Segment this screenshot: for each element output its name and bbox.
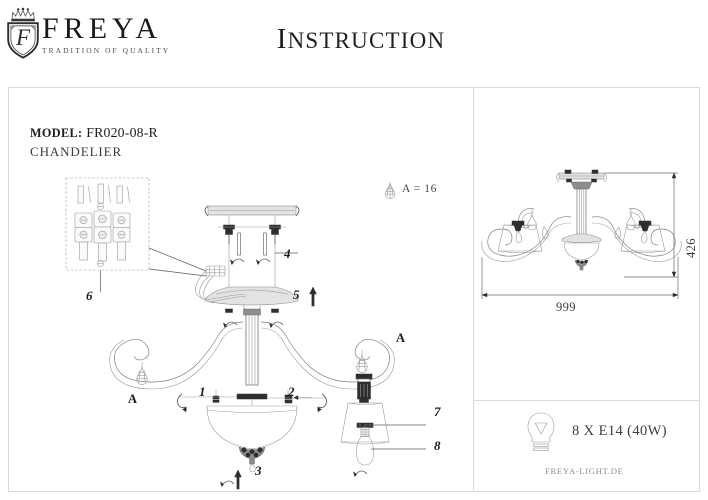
logo-letter-f: F (15, 25, 31, 50)
crystal-right (356, 350, 368, 373)
rotation-arrow-bulb (352, 470, 368, 478)
crystal-teardrop-icon (384, 182, 396, 200)
horizontal-divider (473, 400, 700, 401)
elev-arms-right (591, 208, 682, 262)
detail-leader-bottom (148, 268, 207, 277)
product-type: CHANDELIER (30, 144, 123, 159)
dimension-drawing (481, 169, 682, 299)
dim-height (605, 172, 678, 278)
light-bulb-icon (527, 412, 555, 451)
crystal-count-text: A = 16 (402, 183, 438, 195)
terminal-block-detail (65, 177, 150, 271)
letter-a-right-arm: A (396, 331, 406, 345)
center-bowl-shade (206, 405, 298, 473)
callout-1: 1 (199, 384, 206, 399)
crystal-count-note: A = 16 (380, 180, 480, 202)
content-frame (8, 87, 700, 492)
brand-tagline: TRADITION OF QUALITY (42, 46, 171, 55)
callout-7: 7 (434, 404, 441, 419)
page-title: INSTRUCTION (236, 22, 486, 58)
callout-5: 5 (293, 287, 300, 302)
center-column (242, 304, 262, 386)
elev-center-bowl (561, 233, 602, 271)
model-label: MODEL: (30, 126, 83, 140)
product-info: MODEL: FR020-08-R CHANDELIER (30, 124, 158, 160)
assembly-diagram (65, 177, 426, 490)
sheet-header: F FREYA TRADITION OF QUALITY INSTRUCTION (0, 0, 708, 87)
vertical-divider (473, 88, 474, 491)
arrow-up-3 (234, 469, 242, 490)
elev-arms-left (481, 208, 572, 262)
lampshade-right (340, 402, 390, 445)
brand-name: FREYA (42, 12, 163, 45)
page-title-rest: NSTRUCTION (287, 28, 446, 53)
model-line: MODEL: FR020-08-R (30, 124, 158, 142)
shade-fixing-hardware (180, 389, 326, 405)
brand-wordmark: FREYA TRADITION OF QUALITY (42, 12, 202, 56)
callout-2: 2 (288, 384, 295, 399)
elev-ceiling-plate (556, 169, 607, 183)
crystal-left (136, 362, 148, 385)
page-title-initial: I (276, 23, 288, 55)
lamp-socket-right (355, 373, 373, 403)
arm-right (260, 321, 395, 390)
mounting-hardware (218, 215, 286, 298)
rotation-arrow-finial (219, 480, 235, 488)
bulb-spec-text: 8 X E14 (40W) (572, 423, 667, 439)
curl-arrows-1-2 (177, 393, 327, 413)
canopy (205, 286, 299, 306)
letter-a-left-arm: A (128, 392, 138, 406)
arrow-up-5 (309, 286, 317, 307)
website-url: FREYA-LIGHT.DE (545, 466, 624, 476)
wire-connector (195, 265, 226, 304)
rotation-arrows-upper (229, 258, 271, 266)
brand-logo: F FREYA TRADITION OF QUALITY (4, 6, 204, 62)
callout-8: 8 (434, 438, 441, 453)
arm-left (109, 321, 244, 390)
callout-4: 4 (284, 246, 291, 261)
dimension-height-label: 426 (684, 238, 698, 258)
ceiling-plate (204, 205, 300, 217)
detail-leader-top (148, 247, 207, 272)
bulb-specification: 8 X E14 (40W) (520, 412, 690, 451)
finial (238, 446, 266, 473)
crown-shield-f-emblem-icon: F (4, 6, 42, 60)
elev-center-column (570, 181, 593, 240)
bulb-right (356, 427, 374, 466)
callout-6: 6 (86, 288, 93, 303)
model-value: FR020-08-R (86, 125, 158, 140)
dim-width (481, 257, 679, 299)
callout-3: 3 (255, 463, 262, 478)
dimension-width-label: 999 (556, 300, 576, 314)
